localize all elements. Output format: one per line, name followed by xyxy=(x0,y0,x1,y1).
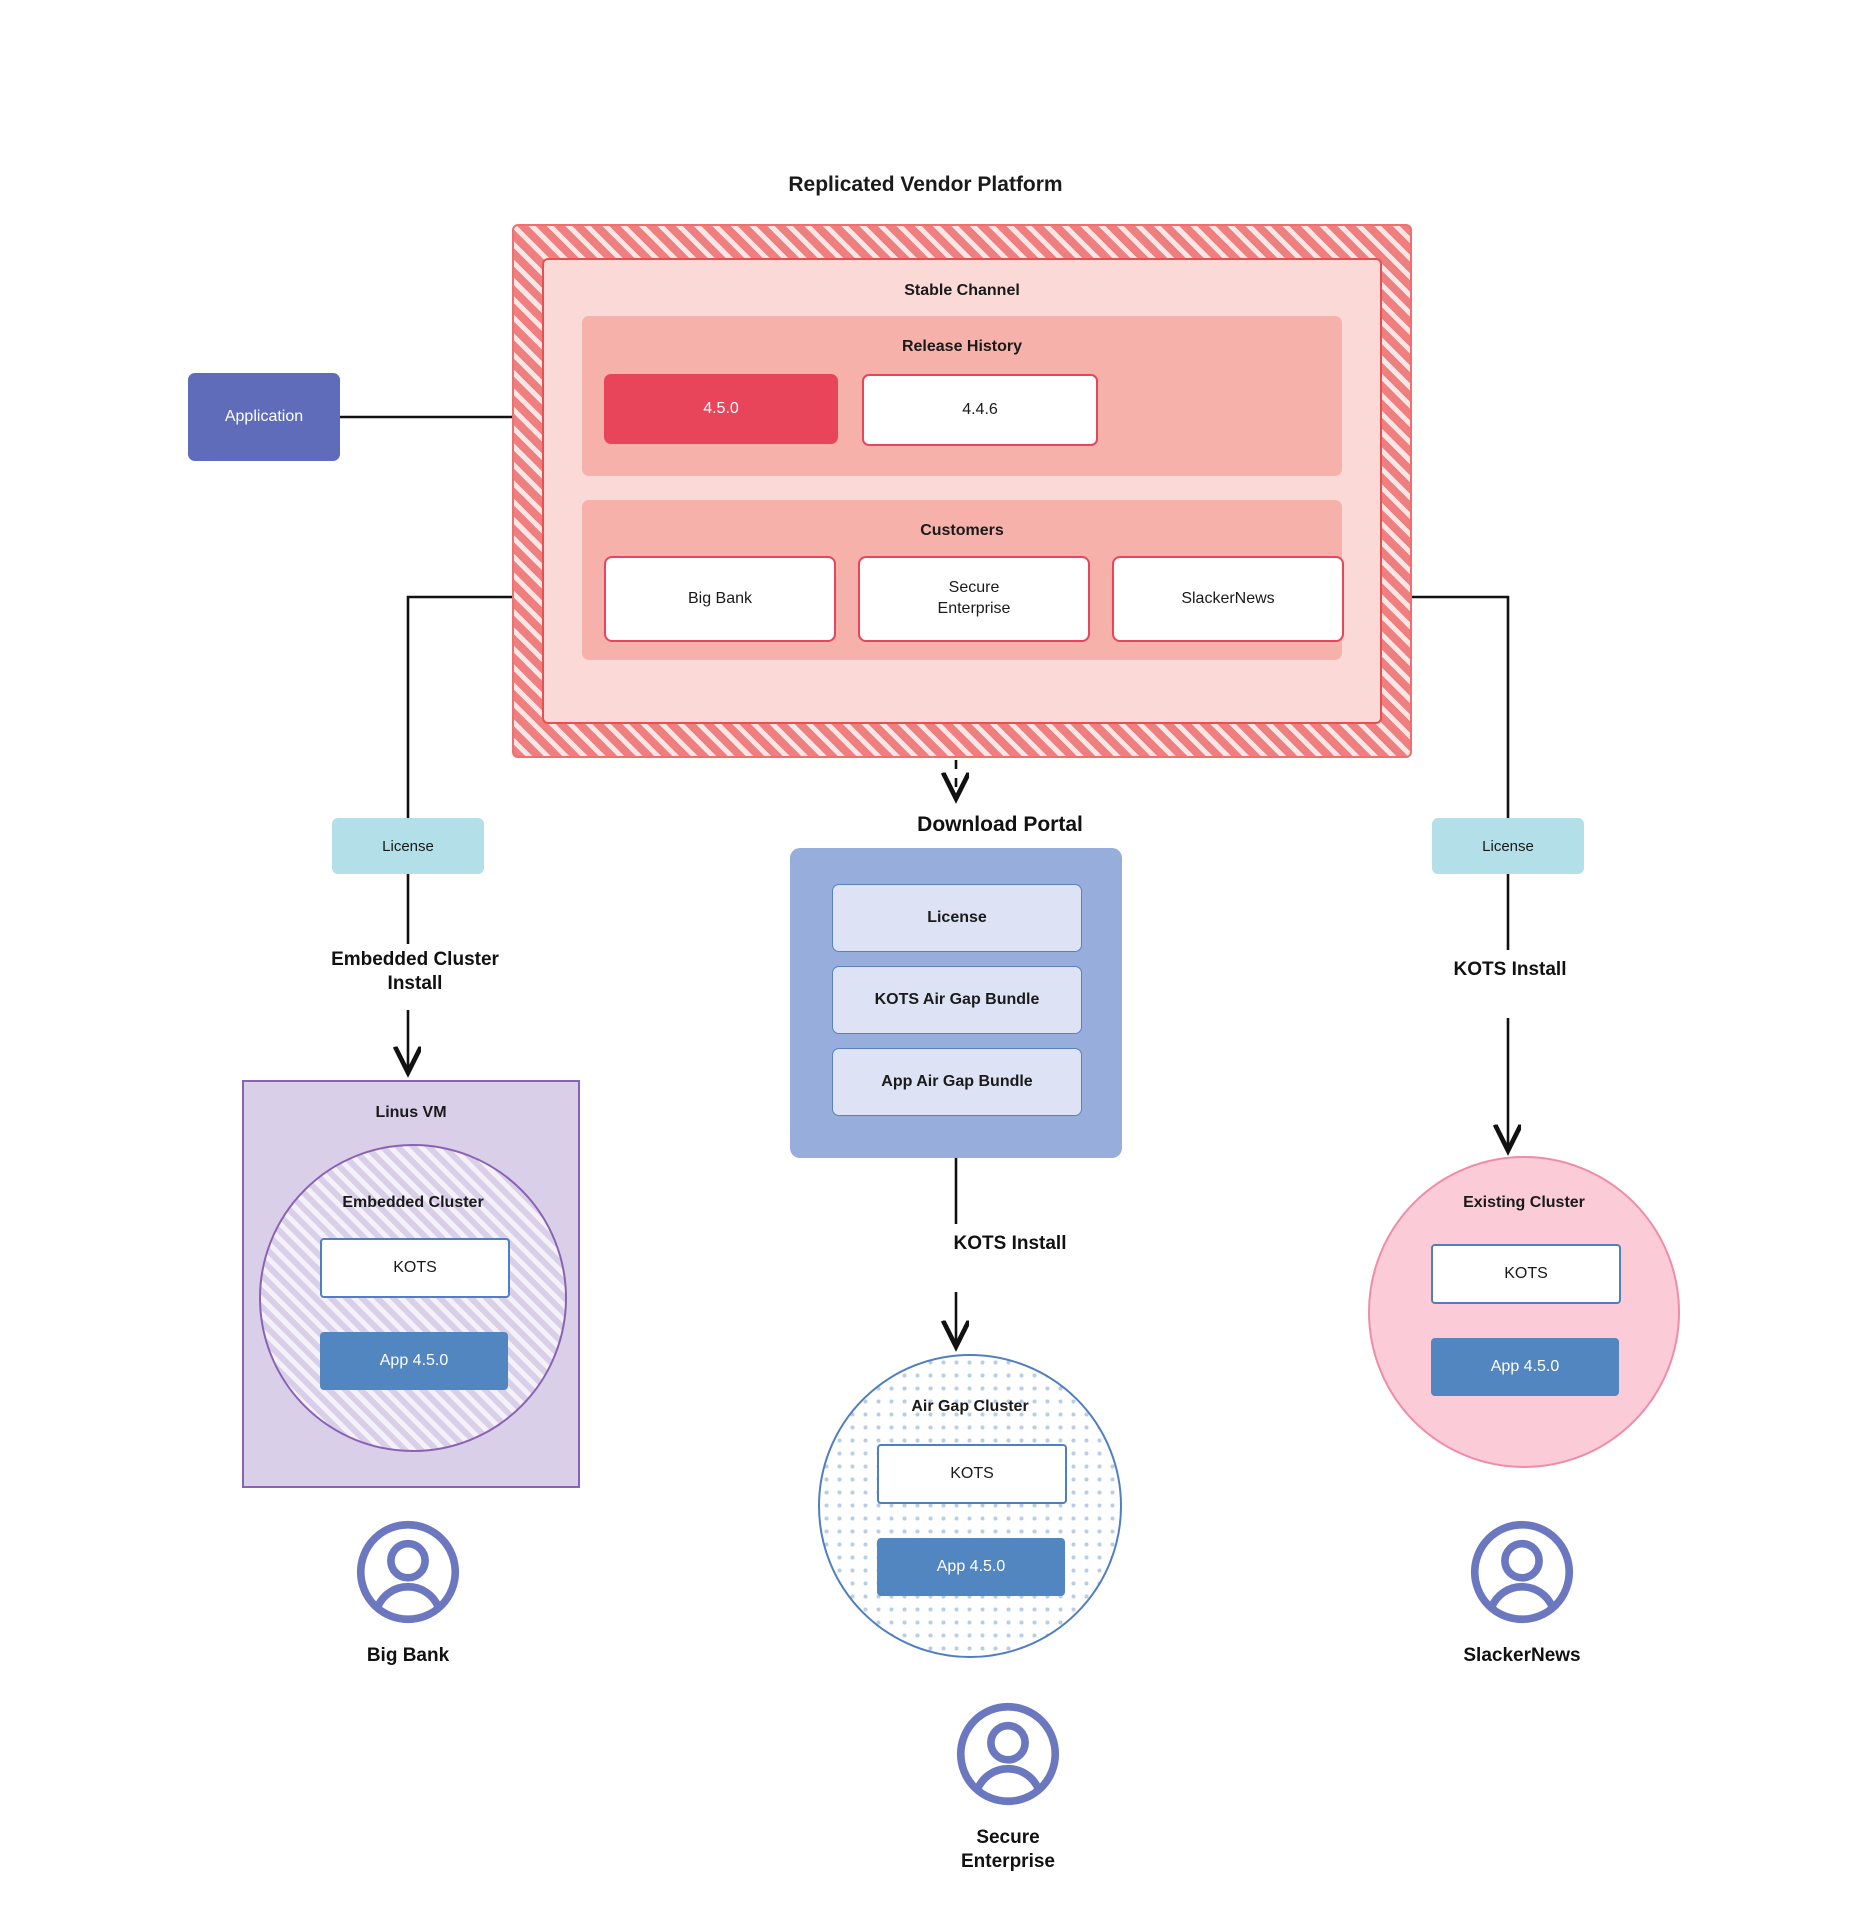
persona-slackernews: SlackerNews xyxy=(1412,1518,1632,1668)
persona-name: SlackerNews xyxy=(1463,1645,1581,1666)
user-avatar-icon xyxy=(1470,1520,1574,1624)
install-label-embedded-cluster: Embedded Cluster Install xyxy=(331,949,499,994)
persona-secure-enterprise: Secure Enterprise xyxy=(898,1700,1118,1875)
customer-big-bank[interactable]: Big Bank xyxy=(604,556,836,642)
embedded-cluster-circle: Embedded Cluster KOTS App 4.5.0 xyxy=(259,1144,567,1452)
existing-kots-chip[interactable]: KOTS xyxy=(1431,1244,1621,1304)
air-gap-cluster-title: Air Gap Cluster xyxy=(911,1398,1029,1415)
persona-name: Secure Enterprise xyxy=(961,1827,1055,1873)
portal-item-app-air-gap-bundle[interactable]: App Air Gap Bundle xyxy=(832,1048,1082,1116)
customer-slackernews[interactable]: SlackerNews xyxy=(1112,556,1344,642)
embedded-app-chip[interactable]: App 4.5.0 xyxy=(320,1332,508,1390)
existing-cluster-circle: Existing Cluster KOTS App 4.5.0 xyxy=(1368,1156,1680,1468)
existing-app-chip[interactable]: App 4.5.0 xyxy=(1431,1338,1619,1396)
install-label-kots-existing: KOTS Install xyxy=(1453,959,1567,980)
stable-channel-title: Stable Channel xyxy=(904,282,1020,299)
air-gap-cluster-circle: Air Gap Cluster KOTS App 4.5.0 xyxy=(818,1354,1122,1658)
license-chip-left[interactable]: License xyxy=(332,818,484,874)
stable-channel-panel: Stable Channel Release History 4.5.0 4.4… xyxy=(542,258,1382,724)
embedded-cluster-title: Embedded Cluster xyxy=(342,1194,484,1211)
existing-cluster-title: Existing Cluster xyxy=(1463,1194,1585,1211)
vendor-platform-title: Replicated Vendor Platform xyxy=(788,173,1063,196)
user-avatar-icon xyxy=(356,1520,460,1624)
download-portal-container: License KOTS Air Gap Bundle App Air Gap … xyxy=(790,848,1122,1158)
customers-panel: Customers Big Bank Secure Enterprise Sla… xyxy=(582,500,1344,660)
license-chip-right[interactable]: License xyxy=(1432,818,1584,874)
download-portal-title: Download Portal xyxy=(917,813,1083,836)
linux-vm-title: Linus VM xyxy=(375,1104,447,1121)
application-box[interactable]: Application xyxy=(188,373,340,461)
release-item-current[interactable]: 4.5.0 xyxy=(604,374,838,444)
vendor-platform-container: Stable Channel Release History 4.5.0 4.4… xyxy=(512,224,1412,758)
user-avatar-icon xyxy=(956,1702,1060,1806)
airgap-kots-chip[interactable]: KOTS xyxy=(877,1444,1067,1504)
embedded-kots-chip[interactable]: KOTS xyxy=(320,1238,510,1298)
portal-item-license[interactable]: License xyxy=(832,884,1082,952)
release-history-title: Release History xyxy=(901,338,1023,355)
customers-list: Big Bank Secure Enterprise SlackerNews xyxy=(604,556,1344,642)
linux-vm-container: Linus VM Embedded Cluster KOTS App 4.5.0 xyxy=(242,1080,580,1488)
customers-title: Customers xyxy=(920,522,1004,539)
persona-big-bank: Big Bank xyxy=(298,1518,518,1668)
install-label-kots-airgap: KOTS Install xyxy=(953,1233,1067,1254)
airgap-app-chip[interactable]: App 4.5.0 xyxy=(877,1538,1065,1596)
release-list: 4.5.0 4.4.6 xyxy=(604,374,1098,446)
customer-secure-enterprise[interactable]: Secure Enterprise xyxy=(858,556,1090,642)
persona-name: Big Bank xyxy=(366,1645,450,1666)
portal-item-kots-air-gap-bundle[interactable]: KOTS Air Gap Bundle xyxy=(832,966,1082,1034)
release-history-panel: Release History 4.5.0 4.4.6 xyxy=(582,316,1342,476)
release-item-previous[interactable]: 4.4.6 xyxy=(862,374,1098,446)
